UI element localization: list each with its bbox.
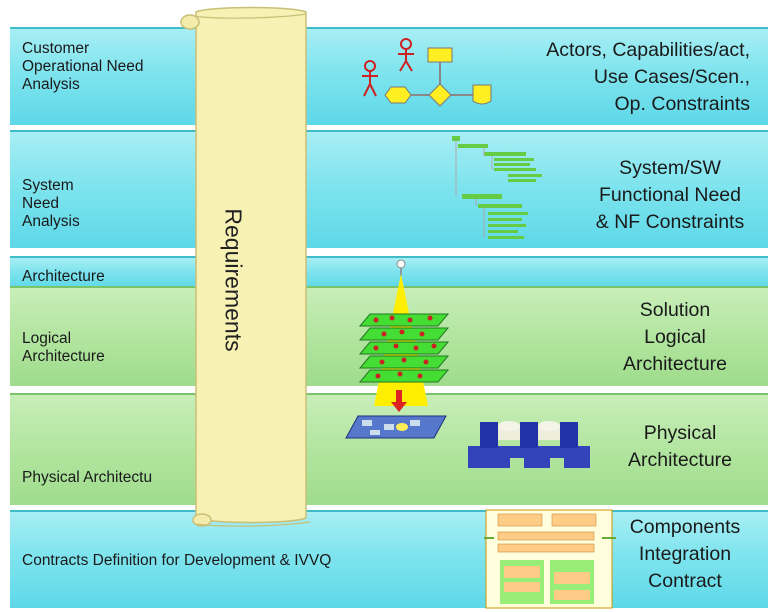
label-contracts: Contracts Definition for Development & I…: [22, 552, 332, 569]
description-physical-architecture: Physical Architecture: [627, 422, 733, 471]
physical-components-icon: [468, 421, 590, 468]
band-contracts: [10, 510, 768, 608]
description-operational-need: Actors, Capabilities/act, Use Cases/Scen…: [546, 39, 750, 115]
band-architecture: [10, 256, 768, 288]
label-system-need: System Need Analysis: [22, 177, 80, 230]
requirements-label-box: Requirements: [198, 180, 268, 380]
band-operational-need: [10, 27, 768, 125]
label-logical-architecture: Logical Architecture: [22, 330, 105, 365]
label-operational-need: Customer Operational Need Analysis: [22, 40, 144, 93]
band-system-need: [10, 130, 768, 248]
label-physical-architecture: Physical Architectu: [22, 469, 153, 486]
description-logical-architecture: Solution Logical Architecture: [622, 299, 728, 375]
actor-icon: [362, 38, 414, 97]
integration-contract-icon: [484, 509, 616, 609]
requirements-scroll: [180, 6, 311, 527]
requirements-label: Requirements: [220, 208, 247, 352]
label-architecture: Architecture: [22, 268, 105, 285]
use-case-flow-icon: [384, 47, 492, 107]
description-system-need: System/SW Functional Need & NF Constrain…: [595, 157, 745, 233]
layered-architecture-icon: [345, 259, 450, 439]
description-contracts: Components Integration Contract: [629, 516, 741, 592]
function-tree-icon: [452, 136, 542, 239]
